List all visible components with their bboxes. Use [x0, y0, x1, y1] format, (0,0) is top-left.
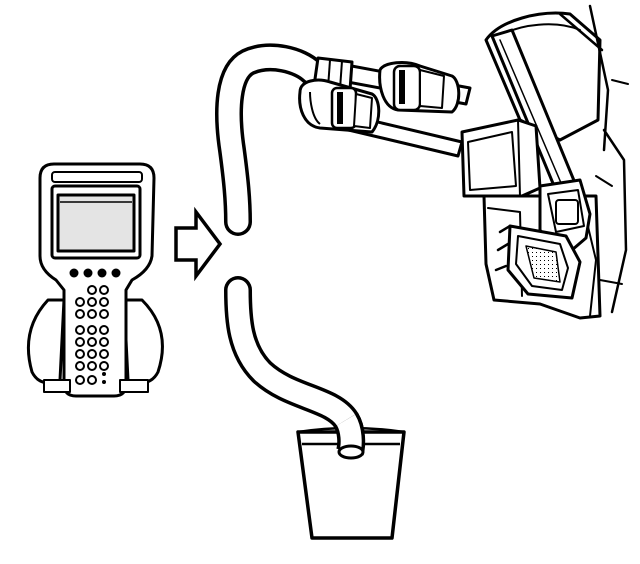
connector-icon	[298, 56, 472, 158]
cup-icon	[296, 412, 406, 540]
engine-part-icon	[460, 4, 629, 320]
scan-tool-icon	[26, 162, 164, 398]
arrow-right-icon	[174, 206, 223, 282]
